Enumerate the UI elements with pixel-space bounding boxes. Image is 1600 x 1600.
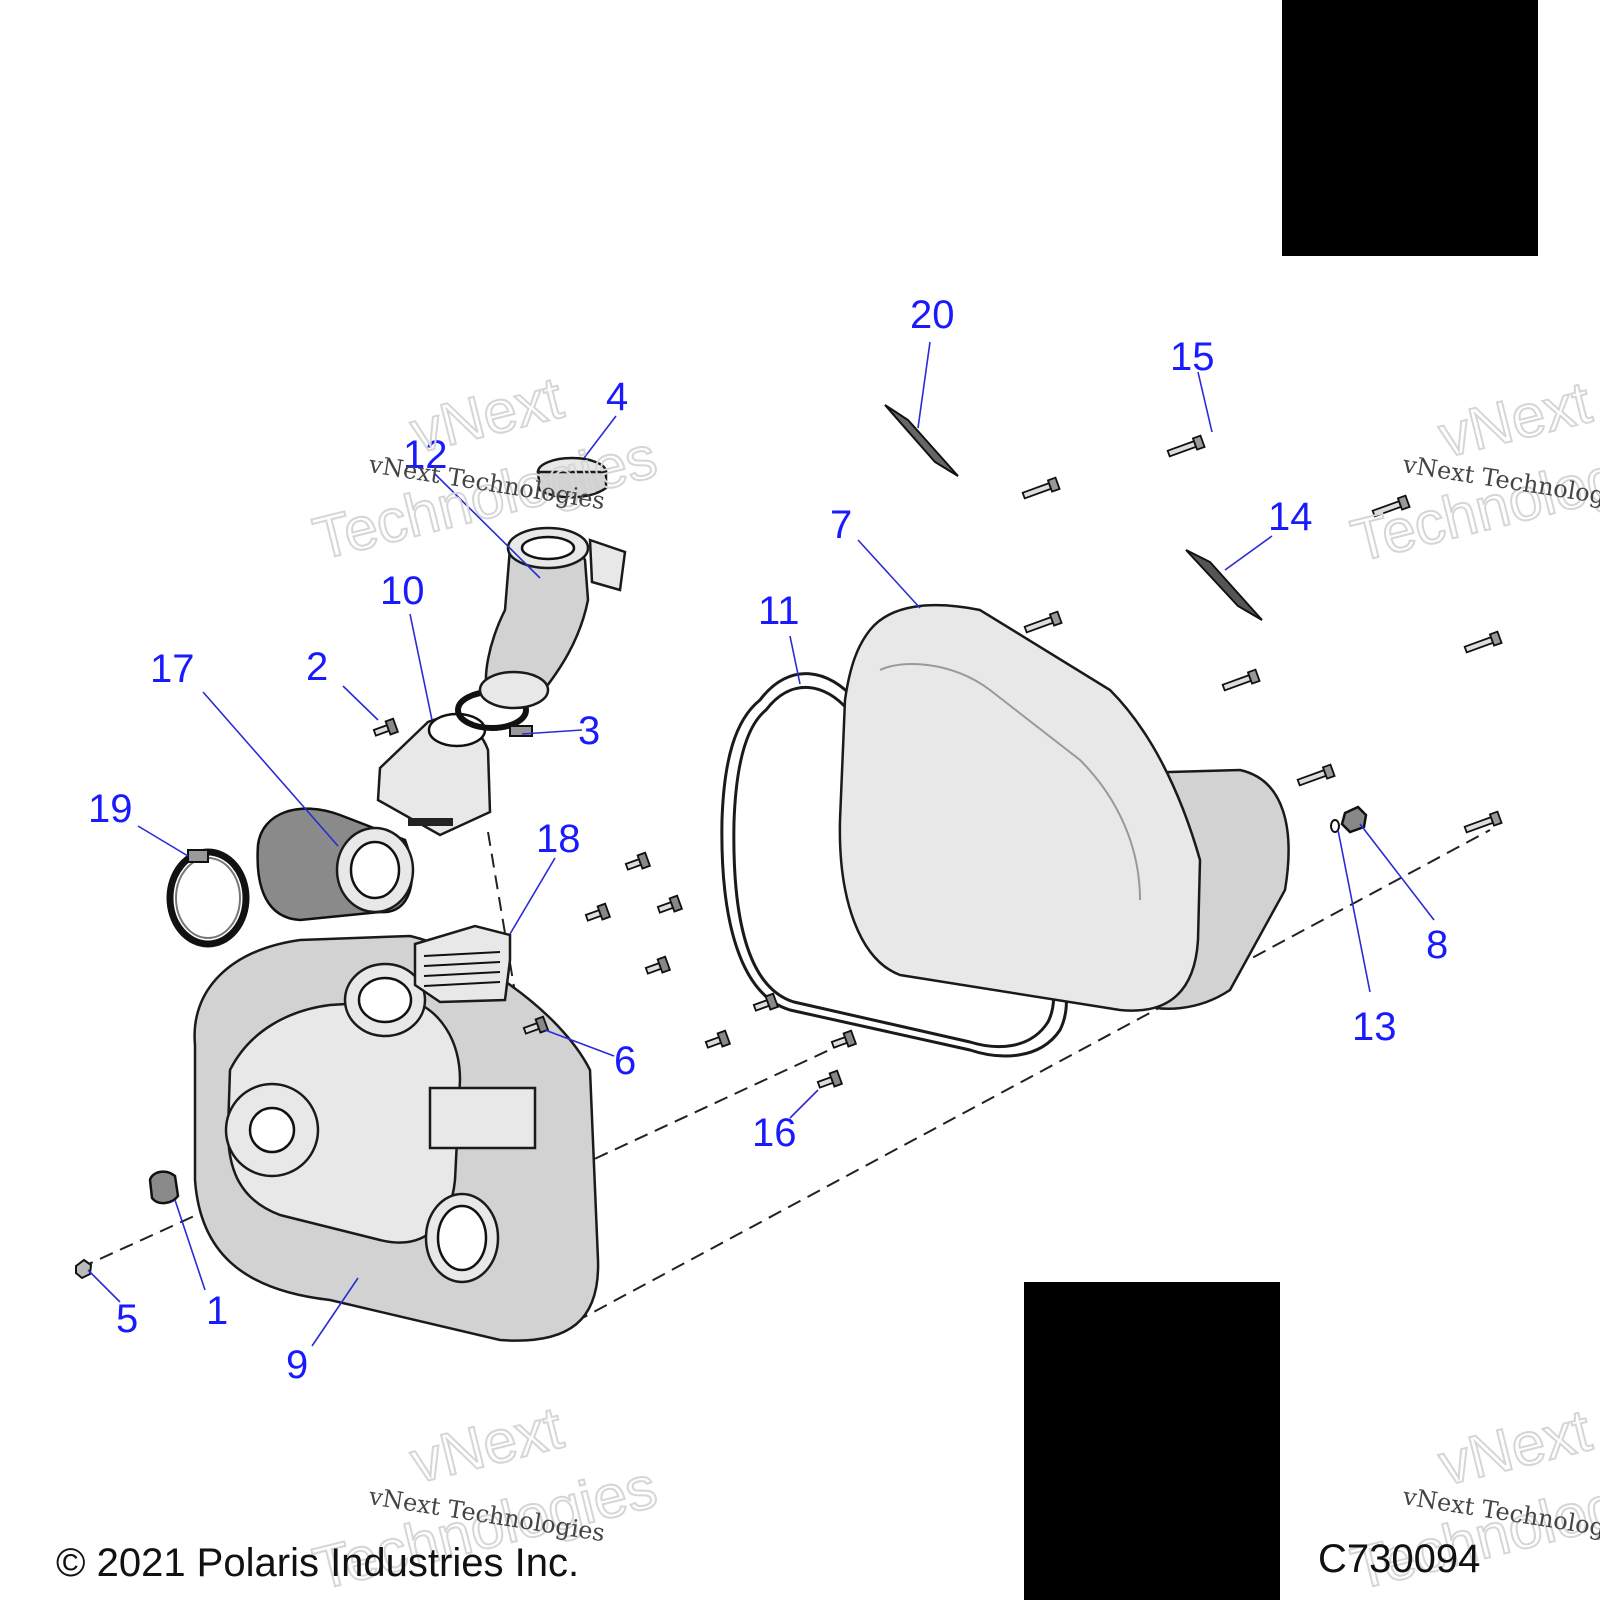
vent-box [428, 1086, 537, 1150]
washer [1330, 819, 1340, 833]
decal-lower [1185, 549, 1263, 621]
flange-bolt [816, 1069, 844, 1089]
drawing-number: C730094 [1318, 1537, 1480, 1581]
cover-bolt [1021, 476, 1061, 500]
callout-3: 3 [578, 709, 600, 753]
flange-bolt [522, 1015, 550, 1035]
callout-1: 1 [206, 1289, 228, 1333]
redaction-block-bottom [1024, 1282, 1280, 1600]
flange-bolt [584, 902, 612, 922]
callout-19: 19 [88, 787, 133, 831]
copyright-text: © 2021 Polaris Industries Inc. [56, 1541, 579, 1585]
callout-11: 11 [758, 589, 800, 633]
plug [148, 1170, 180, 1205]
flange-bolt [830, 1029, 858, 1049]
cover-bolt [1221, 668, 1261, 692]
flange-bolt [644, 955, 672, 975]
cover-bolt [1166, 434, 1206, 458]
vent-grille [413, 924, 512, 1004]
callout-12: 12 [403, 433, 448, 477]
callout-8: 8 [1426, 923, 1448, 967]
cover-bolt [1463, 810, 1503, 834]
redaction-block-top-right [1282, 0, 1538, 256]
intake-boot [478, 526, 627, 710]
callout-labels: 20 15 4 12 7 14 11 10 17 2 3 19 18 8 13 … [88, 293, 1448, 1387]
callout-10: 10 [380, 569, 425, 613]
flange-bolt [372, 717, 400, 737]
flange-bolt [752, 992, 780, 1012]
cap [536, 456, 608, 499]
nut [1340, 805, 1368, 834]
callout-18: 18 [536, 817, 581, 861]
callout-9: 9 [286, 1343, 308, 1387]
leader-lines [87, 341, 1435, 1347]
callout-5: 5 [116, 1297, 138, 1341]
cover-bolt [1463, 630, 1503, 654]
flange-bolt [624, 851, 652, 871]
cover-bolt [1023, 610, 1063, 634]
decal-upper [884, 404, 959, 477]
callout-7: 7 [830, 503, 852, 547]
cover-bolt [1371, 494, 1411, 518]
callout-16: 16 [752, 1111, 797, 1155]
callout-17: 17 [150, 647, 195, 691]
duct-adapter [376, 712, 492, 837]
inner-clutch-cover [193, 934, 600, 1342]
bolts-group [372, 434, 1503, 1089]
callout-20: 20 [910, 293, 955, 337]
callout-14: 14 [1268, 495, 1313, 539]
flange-bolt [704, 1029, 732, 1049]
outer-clutch-cover [838, 603, 1290, 1012]
callout-15: 15 [1170, 335, 1215, 379]
flange-bolt [656, 894, 684, 914]
cover-bolt [1296, 763, 1336, 787]
callout-13: 13 [1352, 1005, 1397, 1049]
callout-6: 6 [614, 1039, 636, 1083]
callout-4: 4 [606, 375, 628, 419]
small-fitting [75, 1258, 93, 1280]
hose-clamp-large [166, 848, 250, 948]
intake-duct [256, 807, 415, 922]
callout-2: 2 [306, 645, 328, 689]
